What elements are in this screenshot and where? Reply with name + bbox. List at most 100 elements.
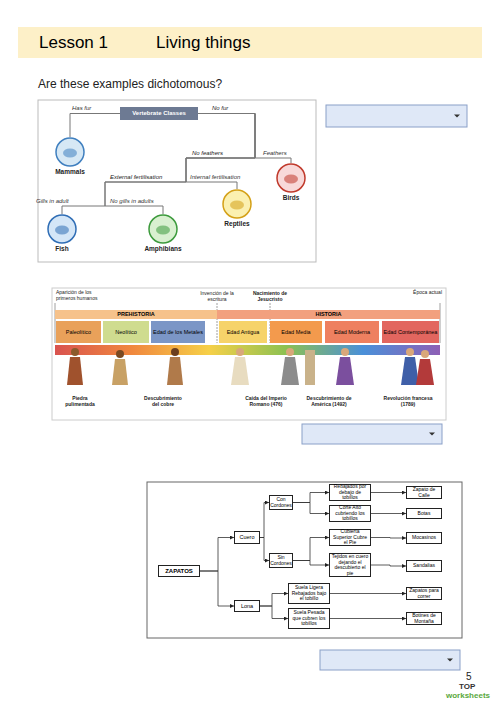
animal-icon xyxy=(284,175,298,184)
branch-label: Has fur xyxy=(72,105,91,112)
branch-label: No feathers xyxy=(192,150,223,157)
timeline-marker xyxy=(217,303,218,343)
class-circle: Amphibians xyxy=(138,214,188,254)
class-circle: Fish xyxy=(37,214,87,254)
event-caption: Caída del Imperio Romano (476) xyxy=(238,396,294,407)
result-text: Zapatos para correr xyxy=(407,588,441,599)
box-text: Cuero xyxy=(239,534,256,540)
period-text: Edad Antigua xyxy=(226,329,261,335)
connector xyxy=(371,565,406,566)
key-box: Sin Cordones xyxy=(269,553,293,568)
connector xyxy=(293,503,329,514)
circle-outline xyxy=(48,215,76,243)
key-box: Suela Ligera Rebajados bajo el tobillo xyxy=(288,583,330,604)
header-text: Lesson 1 xyxy=(38,33,109,52)
key-root-box: ZAPATOS xyxy=(158,565,200,577)
result-box: Zapato de Calle xyxy=(406,486,442,499)
connector xyxy=(260,594,288,607)
figure-body xyxy=(167,357,183,385)
branch-label: No fur xyxy=(212,105,228,112)
result-text: Zapato de Calle xyxy=(407,487,441,498)
timeline-note: Invención de la escritura xyxy=(193,291,241,302)
box-text: Corte Alto cubriendo los tobillos xyxy=(330,505,370,522)
event-caption: Revolución francesa (1789) xyxy=(378,396,438,407)
branch-label: Gills in adult xyxy=(36,198,69,205)
era-text: PREHISTORIA xyxy=(116,311,156,317)
branch-label: Feathers xyxy=(263,150,287,157)
box-text: Suela Ligera Rebajados bajo el tobillo xyxy=(289,585,329,602)
dropdown-caret xyxy=(454,115,460,118)
key-box: Lona xyxy=(234,600,260,612)
period-text: Edad Contemporánea xyxy=(383,329,439,335)
connector xyxy=(186,114,255,190)
connector xyxy=(260,538,269,561)
circle-outline xyxy=(277,164,305,192)
connector xyxy=(371,513,406,514)
key-box: Corte Alto cubriendo los tobillos xyxy=(329,505,371,522)
period-box: Edad de los Metales xyxy=(151,321,205,343)
circle-outline xyxy=(37,214,87,244)
figure-head xyxy=(71,348,79,356)
root-text: ZAPATOS xyxy=(164,568,194,575)
circle-outline xyxy=(223,190,251,218)
figure-head xyxy=(341,348,349,356)
box-text: Cubierta Superior Cubre el Pie xyxy=(330,529,370,546)
connector xyxy=(330,618,406,619)
figure-body xyxy=(336,357,354,385)
image-frame xyxy=(52,288,446,420)
era-text: HISTORIA xyxy=(314,311,342,317)
key-box: Cuero xyxy=(234,531,260,544)
connector xyxy=(330,593,406,594)
result-text: Botas xyxy=(417,511,432,517)
tower-shape xyxy=(305,350,315,385)
logo-text: TOP xyxy=(459,683,475,692)
dropdown-box xyxy=(326,105,467,127)
dropdown-caret xyxy=(429,433,435,436)
period-text: Neolítico xyxy=(114,329,137,335)
period-text: Edad Media xyxy=(280,329,311,335)
box-text: Lona xyxy=(240,603,254,609)
circle-outline xyxy=(212,189,262,219)
animal-icon xyxy=(55,226,69,235)
figure-body xyxy=(416,359,434,385)
image-frame xyxy=(38,100,316,262)
figure-head xyxy=(406,348,414,356)
period-box: Edad Media xyxy=(270,321,322,343)
connector xyxy=(200,538,234,572)
key-box: Rebajados por debajo de tobillos xyxy=(329,484,371,501)
box-text: Tejidos en cuero dejando el descubierto … xyxy=(330,554,370,576)
result-box: Botines de Montaña xyxy=(406,612,442,625)
timeline-marker xyxy=(440,303,441,343)
class-name: Amphibians xyxy=(126,245,200,252)
animal-icon xyxy=(156,226,170,235)
result-box: Zapatos para correr xyxy=(406,587,442,600)
period-box: Edad Moderna xyxy=(325,321,379,343)
figure-head xyxy=(421,350,429,358)
circle-outline xyxy=(138,214,188,244)
animal-icon xyxy=(230,201,244,210)
figure-body xyxy=(281,357,299,385)
branch-label: No gills in adults xyxy=(110,198,154,205)
circle-outline xyxy=(149,215,177,243)
figure-body xyxy=(401,357,419,385)
figure-head xyxy=(286,348,294,356)
key-box: Suela Pesada que cubren los tobillos xyxy=(288,608,330,629)
connector xyxy=(260,606,288,619)
era-band: HISTORIA xyxy=(217,310,440,319)
event-caption: Piedra pulimentada xyxy=(60,396,100,407)
class-circle: Reptiles xyxy=(212,189,262,229)
figure-body xyxy=(231,357,249,385)
class-name: Reptiles xyxy=(200,220,274,227)
box-text: Sin Cordones xyxy=(269,555,293,566)
class-name: Fish xyxy=(25,245,99,252)
class-name: Mammals xyxy=(33,168,107,175)
class-circle: Mammals xyxy=(45,137,95,177)
figure-head xyxy=(171,348,179,356)
figure-body xyxy=(112,359,128,385)
connector xyxy=(371,492,406,493)
result-text: Sandalias xyxy=(412,563,436,569)
header-text: Living things xyxy=(155,33,252,52)
connector xyxy=(260,503,269,538)
connector xyxy=(200,571,234,606)
circle-outline xyxy=(266,163,316,193)
